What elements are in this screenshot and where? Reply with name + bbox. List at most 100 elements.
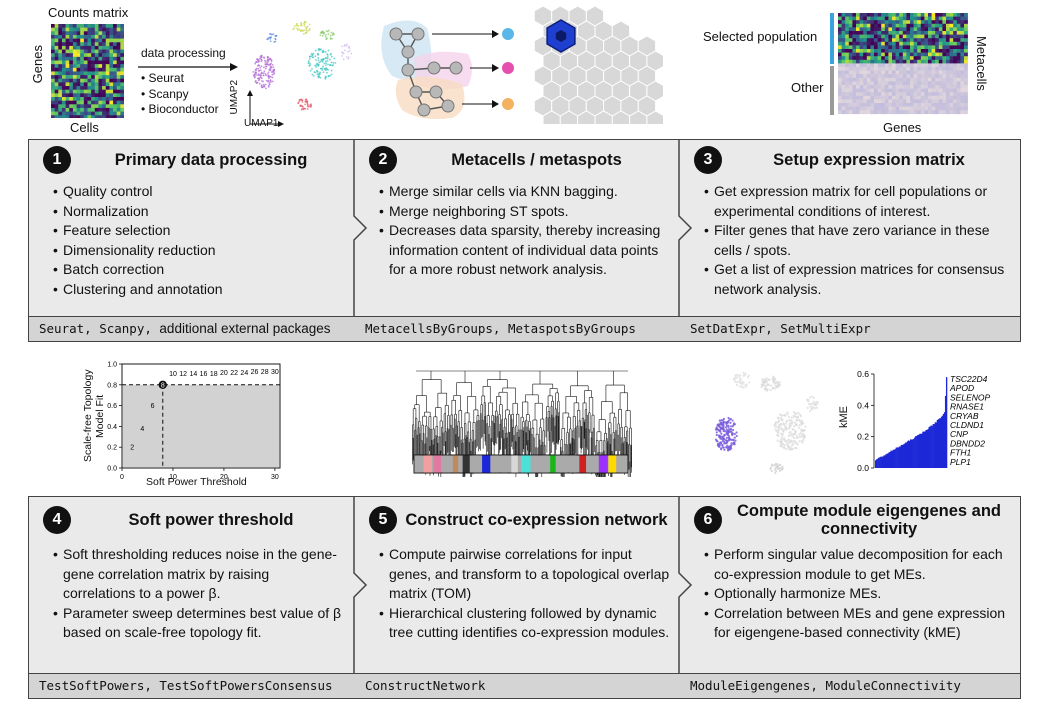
kme-bar xyxy=(879,457,881,468)
step-number-badge: 3 xyxy=(694,146,722,174)
kme-bar xyxy=(918,434,920,468)
umap2-label: UMAP2 xyxy=(229,80,240,115)
function-names: Seurat, Scanpy, xyxy=(39,321,152,336)
module-color-segment xyxy=(540,455,548,473)
selected-population-label: Selected population xyxy=(703,29,818,44)
kme-bar xyxy=(904,442,907,468)
power-point-label: 10 xyxy=(169,371,177,378)
other-bar xyxy=(830,66,834,115)
step-number-badge: 4 xyxy=(43,506,71,534)
kme-bar xyxy=(927,429,929,468)
kme-bar xyxy=(888,452,890,468)
knn-network-diagram xyxy=(381,20,514,119)
function-names: SetDatExpr, SetMultiExpr xyxy=(690,321,871,336)
kme-bar xyxy=(926,429,928,468)
umap-plot xyxy=(247,20,353,127)
kme-bar xyxy=(913,438,915,468)
y-tick-label: 0.6 xyxy=(857,369,869,379)
kme-bar xyxy=(932,424,934,468)
kme-bar xyxy=(943,412,946,468)
kme-bar xyxy=(898,446,900,468)
bullet-item: Soft thresholding reduces noise in the g… xyxy=(53,545,355,604)
kme-bar xyxy=(941,415,944,468)
bullet-item: Feature selection xyxy=(53,221,355,241)
hub-gene-label: CRYAB xyxy=(950,411,979,421)
kme-bar xyxy=(944,395,947,468)
module-color-segment xyxy=(472,455,482,473)
module-color-segment xyxy=(501,455,507,473)
kme-bar xyxy=(906,441,909,468)
kme-bar xyxy=(885,454,887,468)
kme-bar xyxy=(924,431,926,468)
st-spots-hexagon-diagram xyxy=(533,6,663,124)
tool-item: • Seurat xyxy=(141,71,184,85)
kme-bar xyxy=(884,455,886,468)
bullet-item: Clustering and annotation xyxy=(53,280,355,300)
power-point-label: 24 xyxy=(240,370,248,377)
kme-bar xyxy=(877,458,879,468)
dendrogram-plot xyxy=(412,370,633,477)
hub-gene-label: TSC22D4 xyxy=(950,374,988,384)
kme-bar xyxy=(894,449,896,468)
kme-bar xyxy=(876,459,878,468)
kme-bar xyxy=(914,437,916,468)
step-bullets: Soft thresholding reduces noise in the g… xyxy=(29,545,355,643)
kme-bar xyxy=(945,377,948,468)
kme-bar xyxy=(925,429,927,468)
x-tick-label: 10 xyxy=(169,474,177,481)
below-threshold-region xyxy=(122,384,280,468)
kme-bar xyxy=(907,440,910,468)
kme-bar xyxy=(921,433,923,468)
kme-bar xyxy=(915,436,917,468)
step-bullets: Perform singular value decomposition for… xyxy=(680,545,1020,643)
power-point-label: 30 xyxy=(271,369,279,376)
kme-bar xyxy=(891,451,893,468)
kme-bar xyxy=(881,456,883,468)
bullet-item: Perform singular value decomposition for… xyxy=(704,545,1020,584)
kme-bar xyxy=(917,434,919,468)
kme-bar xyxy=(934,422,936,468)
kme-bar xyxy=(895,447,897,468)
kme-bar xyxy=(919,433,921,468)
function-footer: ModuleEigengenes, ModuleConnectivity xyxy=(680,673,1020,698)
kme-bar xyxy=(923,431,925,468)
genes-axis-label: Genes xyxy=(30,45,45,84)
kme-bar xyxy=(903,443,906,468)
kme-bar xyxy=(930,425,932,468)
step-bullets: Compute pairwise correlations for input … xyxy=(355,545,680,643)
module-color-segment xyxy=(423,455,433,473)
bullet-item: Optionally harmonize MEs. xyxy=(704,584,1020,604)
module-color-segment xyxy=(579,455,587,473)
bullet-item: Get a list of expression matrices for co… xyxy=(704,260,1020,299)
power-point-label: 6 xyxy=(151,403,155,410)
module-color-segment xyxy=(618,455,627,473)
function-footer: TestSoftPowers, TestSoftPowersConsensus xyxy=(29,673,355,698)
module-color-segment xyxy=(608,455,617,473)
module-color-segment xyxy=(452,455,459,473)
y-tick-label: 0.8 xyxy=(107,382,117,389)
kme-bar xyxy=(939,418,942,468)
tool-item: • Scanpy xyxy=(141,86,189,101)
kme-ylabel: kME xyxy=(838,406,850,428)
step-title: Compute module eigengenes and connectivi… xyxy=(736,502,1002,538)
kme-bar xyxy=(911,439,913,468)
bullet-item: Compute pairwise correlations for input … xyxy=(379,545,680,604)
selected-power-marker xyxy=(158,380,167,389)
bullet-item: Decreases data sparsity, thereby increas… xyxy=(379,221,680,280)
hub-gene-label: RNASE1 xyxy=(950,402,984,412)
x-tick-label: 0 xyxy=(120,474,124,481)
kme-bar xyxy=(937,419,940,468)
bullet-item: Correlation between MEs and gene express… xyxy=(704,604,1020,643)
y-tick-label: 0.4 xyxy=(857,400,869,410)
step-bullets: Merge similar cells via KNN bagging. Mer… xyxy=(355,182,680,280)
hub-gene-label: FTH1 xyxy=(950,448,972,458)
kme-bar xyxy=(929,426,931,468)
hub-gene-label: CLDND1 xyxy=(950,420,984,430)
module-color-bar-border xyxy=(413,454,629,474)
y-tick-label: 0.2 xyxy=(107,445,117,452)
